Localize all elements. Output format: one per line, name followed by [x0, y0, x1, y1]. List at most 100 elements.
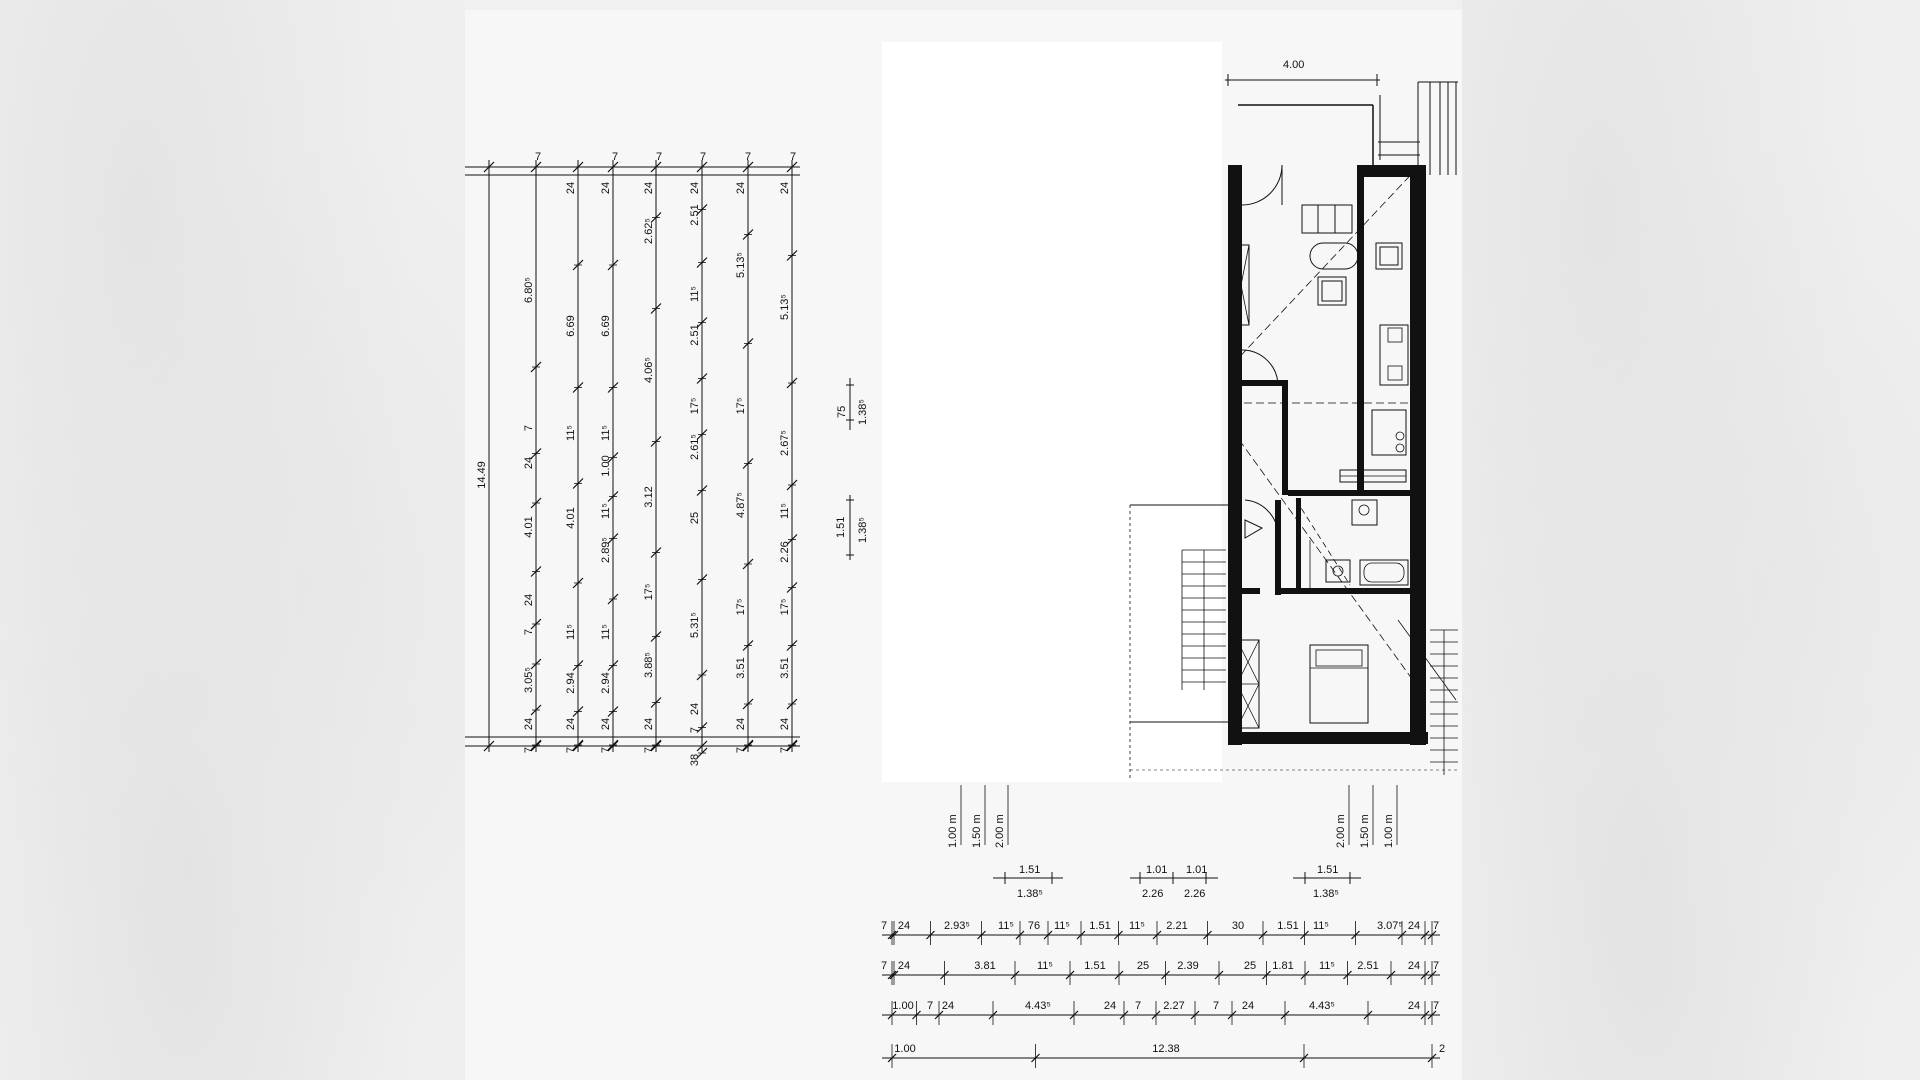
left-opening-dims [846, 378, 854, 560]
sill-height: 2.00 m [1335, 814, 1347, 848]
dim-text: 2.67⁵ [779, 430, 791, 456]
dim-tick [1343, 970, 1352, 980]
dim-text: 11⁵ [689, 286, 701, 302]
dim-text: 24 [735, 718, 747, 730]
dim-tick [1015, 930, 1025, 940]
sill-height: 1.00 m [947, 814, 959, 848]
floor-plan [960, 74, 1460, 884]
dim-text: 7 [612, 151, 618, 163]
dim-text: 4.43⁵ [1309, 1000, 1335, 1012]
dim-text: 24 [565, 718, 577, 730]
dim-tick [1300, 930, 1309, 940]
dim-text: 76 [1028, 920, 1040, 932]
dim-text: 24 [898, 920, 910, 932]
dim-text: 11⁵ [1037, 960, 1053, 972]
dim-text: 1.00 [892, 1000, 913, 1012]
dim-text: 7 [1433, 920, 1439, 932]
dim-text: 24 [1408, 920, 1420, 932]
dim-text: 11⁵ [565, 425, 577, 441]
dim-text: 24 [1104, 1000, 1116, 1012]
dim-text: 3.12 [643, 486, 655, 507]
dim-tick [1420, 1010, 1430, 1020]
dim-text: 11⁵ [600, 425, 612, 441]
opening-upper: 1.51 [1317, 864, 1338, 876]
dim-text: 11⁵ [1319, 960, 1335, 972]
dim-tick [934, 1010, 944, 1020]
dim-text: 24 [600, 718, 612, 730]
dim-text: 17⁵ [735, 599, 747, 616]
dim-text: 7 [1433, 960, 1439, 972]
dim-text: 24 [1408, 960, 1420, 972]
dim-tick [1214, 970, 1224, 980]
dim-text: 2.51 [689, 324, 701, 345]
dim-tick [1161, 970, 1170, 980]
sill-height: 2.00 m [994, 814, 1006, 848]
left-dimension-columns: 14.496.80⁵7244.012473.05⁵247246.6911⁵4.0… [476, 160, 798, 766]
dim-text: 4.01 [565, 507, 577, 528]
dim-tick [1119, 1010, 1129, 1020]
dim-text: 24 [1242, 1000, 1254, 1012]
dim-text: 2.89⁵ [600, 537, 612, 563]
dim-text: 24 [898, 960, 910, 972]
dim-text: 2 [1439, 1043, 1445, 1055]
dim-text: 1.51 [1277, 920, 1298, 932]
dim-text: 5.13⁵ [779, 294, 791, 320]
dim-text: 5.31⁵ [689, 612, 701, 638]
dim-text: 3.81 [974, 960, 995, 972]
dim-tick [1299, 1053, 1309, 1063]
dim-text: 2.94 [565, 672, 577, 693]
dim-text: 25 [689, 512, 701, 524]
dim-text: 2.94 [600, 672, 612, 693]
dim-text: 24 [523, 457, 535, 469]
dim-tick [1351, 930, 1360, 940]
dim-text: 7 [927, 1000, 933, 1012]
dim-text: 38 [689, 754, 701, 766]
opening-upper: 1.51 [1019, 864, 1040, 876]
dim-tick [1397, 930, 1407, 940]
dim-text: 7 [523, 629, 535, 635]
dim-tick [1427, 970, 1437, 980]
dim-text: 24 [689, 182, 701, 194]
dim-tick [887, 1053, 897, 1063]
dim-tick [1069, 1010, 1079, 1020]
dim-tick [1152, 930, 1162, 940]
dim-text: 11⁵ [1054, 920, 1070, 932]
dim-text: 6.69 [565, 315, 577, 336]
dim-text: 24 [643, 182, 655, 194]
dim-text: 17⁵ [643, 584, 655, 601]
dim-text: 2.27 [1163, 1000, 1184, 1012]
dim-text: 11⁵ [1313, 920, 1329, 932]
dim-tick [1190, 1010, 1200, 1020]
dim-tick [912, 1010, 921, 1020]
dim-text: 7 [735, 747, 747, 753]
dim-tick [926, 930, 935, 940]
dim-text: 3.51 [779, 657, 791, 678]
dim-tick [1427, 1010, 1437, 1020]
dim-text: 11⁵ [1129, 920, 1145, 932]
dim-text: 17⁵ [735, 398, 747, 415]
dim-text: 24 [689, 703, 701, 715]
dim-text: 7 [656, 151, 662, 163]
opening-upper-b: 1.38⁵ [857, 399, 869, 425]
dim-text: 3.05⁵ [523, 667, 535, 693]
dim-text: 3.07⁵ [1377, 920, 1403, 932]
dim-text: 11⁵ [565, 624, 577, 640]
dim-text: 7 [1213, 1000, 1219, 1012]
blank-region [882, 42, 1222, 782]
opening-lower: 2.26 [1184, 888, 1205, 900]
dim-text: 11⁵ [600, 503, 612, 519]
dim-text: 6.69 [600, 315, 612, 336]
dim-text: 5.13⁵ [735, 252, 747, 278]
dim-text: 24 [779, 182, 791, 194]
dim-text: 7 [689, 727, 701, 733]
dim-text: 7 [700, 151, 706, 163]
dim-text: 25 [1137, 960, 1149, 972]
plan-top-dimension: 4.00 [1283, 59, 1304, 71]
dim-text: 24 [1408, 1000, 1420, 1012]
dim-text: 24 [565, 182, 577, 194]
sill-height: 1.50 m [1359, 814, 1371, 848]
dim-tick [1280, 1010, 1290, 1020]
dim-text: 4.06⁵ [643, 357, 655, 383]
dim-tick [940, 970, 949, 980]
